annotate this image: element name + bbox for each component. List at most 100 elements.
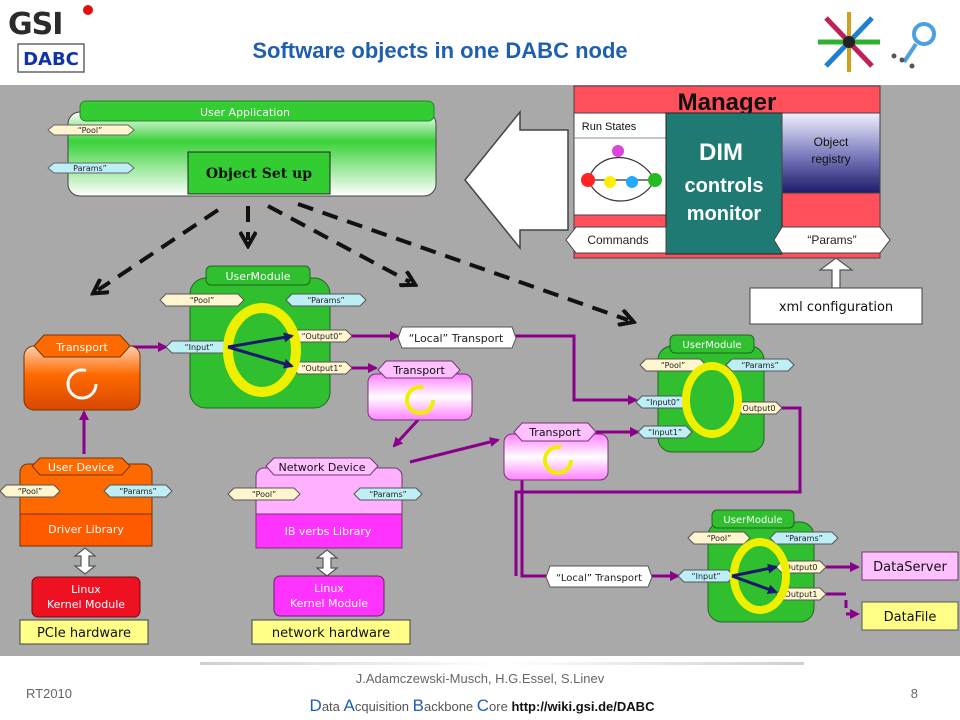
gsi-logo: GSI	[8, 5, 93, 42]
network-hardware: network hardware	[251, 619, 411, 645]
transport-left: Transport	[23, 334, 141, 411]
svg-text:DataFile: DataFile	[884, 610, 937, 625]
transport-mid-loop-icon	[405, 385, 435, 415]
user-module-bottom-header: UserModule	[723, 515, 782, 526]
user-module-top-loop-icon	[223, 303, 301, 397]
svg-text:“Local” Transport: “Local” Transport	[409, 332, 504, 345]
user-application: User Application “Pool” Params” Object S…	[47, 100, 437, 197]
user-device: User Device “Pool” “Params” Driver Libra…	[0, 457, 173, 547]
svg-text:Commands: Commands	[587, 233, 648, 247]
user-module-bottom-pool-tag: “Pool”	[687, 531, 751, 545]
transport-left-loop-icon	[66, 368, 98, 400]
gsi-logo-dot	[83, 5, 93, 15]
manager-to-app-arrow	[464, 109, 569, 251]
user-module-right-params-tag: “Params”	[725, 358, 795, 372]
user-module-top-input-port: “Input”	[165, 340, 233, 354]
transport-right-label: Transport	[528, 426, 581, 439]
user-module-right-input1-port: “Input1”	[637, 425, 693, 439]
svg-text:“Params”: “Params”	[119, 487, 157, 496]
dim-box	[665, 112, 783, 255]
svg-text:PCIe hardware: PCIe hardware	[37, 626, 131, 641]
xml-up-arrow	[818, 257, 854, 289]
setup-arrows	[98, 202, 628, 320]
transport-mid-label: Transport	[392, 364, 445, 377]
user-module-top-header: UserModule	[225, 270, 290, 283]
commands-tag: Commands	[565, 226, 667, 254]
run-states-box	[573, 112, 667, 216]
xml-configuration-label: xml configuration	[779, 300, 893, 315]
user-module-bottom-input-port: “Input”	[677, 569, 735, 583]
molecule-icon	[818, 12, 880, 72]
svg-text:“Input”: “Input”	[184, 343, 213, 352]
run-states-label: Run States	[582, 121, 637, 133]
footer: J.Adamczewski-Musch, H.G.Essel, S.Linev …	[0, 656, 960, 720]
svg-text:Params”: Params”	[73, 164, 107, 173]
svg-text:“Output1”: “Output1”	[302, 364, 343, 373]
user-application-params-tag: Params”	[47, 162, 135, 174]
state-machine-icon	[581, 145, 662, 202]
svg-text:“Params”: “Params”	[741, 361, 779, 370]
dataflow-arrows	[79, 331, 860, 619]
svg-text:Output0: Output0	[743, 404, 776, 413]
footer-authors: J.Adamczewski-Musch, H.G.Essel, S.Linev	[356, 671, 605, 686]
manager-panel: Manager Run States DIM controls monitor …	[565, 85, 891, 259]
svg-text:Output0: Output0	[785, 563, 818, 572]
svg-text:“Params”: “Params”	[369, 490, 407, 499]
user-module-right-input0-port: “Input0”	[635, 395, 691, 409]
svg-text:“Params”: “Params”	[807, 233, 856, 247]
header: GSI DABC Software objects in one DABC no…	[0, 0, 960, 85]
user-device-params-tag: “Params”	[103, 484, 173, 498]
dabc-badge-text: DABC	[23, 49, 79, 70]
user-module-top-output1-port: “Output1”	[291, 361, 353, 375]
user-module-top-pool-tag: “Pool”	[159, 293, 245, 307]
xml-configuration-box: xml configuration	[749, 287, 923, 325]
object-registry-line1: Object	[814, 135, 849, 149]
object-setup-box	[187, 151, 331, 195]
page-title: Software objects in one DABC node	[252, 38, 627, 63]
svg-text:“Pool”: “Pool”	[190, 296, 215, 305]
svg-text:“Input1”: “Input1”	[648, 428, 682, 437]
object-setup-label: Object Set up	[206, 166, 312, 182]
footer-letter-c: C	[477, 696, 489, 715]
footer-url[interactable]: http://wiki.gsi.de/DABC	[511, 699, 655, 714]
dim-controls-label: controls	[685, 175, 764, 197]
network-device-header: Network Device	[278, 461, 365, 474]
user-module-bottom-params-tag: “Params”	[769, 531, 839, 545]
user-module-top-output0-port: “Output0”	[291, 329, 353, 343]
svg-text:Output1: Output1	[785, 590, 818, 599]
dim-label: DIM	[699, 139, 743, 166]
transport-left-label: Transport	[55, 341, 108, 354]
footer-conference: RT2010	[26, 686, 72, 701]
dim-monitor-label: monitor	[687, 203, 762, 225]
footer-dabc-line: Data Acquisition Backbone Core http://wi…	[310, 696, 656, 715]
dabc-badge: DABC	[17, 43, 85, 73]
network-device-pool-tag: “Pool”	[227, 487, 301, 501]
user-module-right-output0-port: Output0	[735, 401, 783, 415]
svg-text:Kernel Module: Kernel Module	[47, 598, 125, 611]
svg-text:“Local” Transport: “Local” Transport	[556, 573, 642, 584]
user-device-header: User Device	[48, 461, 114, 474]
user-device-library: Driver Library	[48, 523, 124, 536]
data-server: DataServer	[861, 551, 959, 581]
manager-params-tag: “Params”	[773, 226, 891, 254]
network-device: Network Device “Pool” “Params” IB verbs …	[227, 457, 423, 549]
svg-text:“Pool”: “Pool”	[78, 126, 103, 135]
kernel-module-mid: Linux Kernel Module	[273, 575, 385, 617]
object-registry-line2: registry	[811, 152, 850, 166]
svg-text:“Params”: “Params”	[307, 296, 345, 305]
svg-text:“Input”: “Input”	[691, 572, 720, 581]
svg-text:“Input0”: “Input0”	[646, 398, 680, 407]
svg-text:network hardware: network hardware	[272, 626, 390, 641]
transport-right: Transport	[503, 422, 609, 481]
transport-right-loop-icon	[543, 445, 573, 475]
local-transport-top: “Local” Transport	[397, 326, 517, 349]
svg-text:“Pool”: “Pool”	[661, 361, 686, 370]
kernel-module-left: Linux Kernel Module	[31, 576, 141, 618]
manager-title: Manager	[678, 89, 777, 116]
user-module-top-params-tag: “Params”	[285, 293, 367, 307]
magnifier-icon	[891, 22, 936, 69]
footer-letter-a: A	[344, 696, 356, 715]
user-application-pool-tag: “Pool”	[47, 124, 135, 136]
svg-text:Kernel Module: Kernel Module	[290, 597, 368, 610]
svg-text:“Pool”: “Pool”	[707, 534, 732, 543]
